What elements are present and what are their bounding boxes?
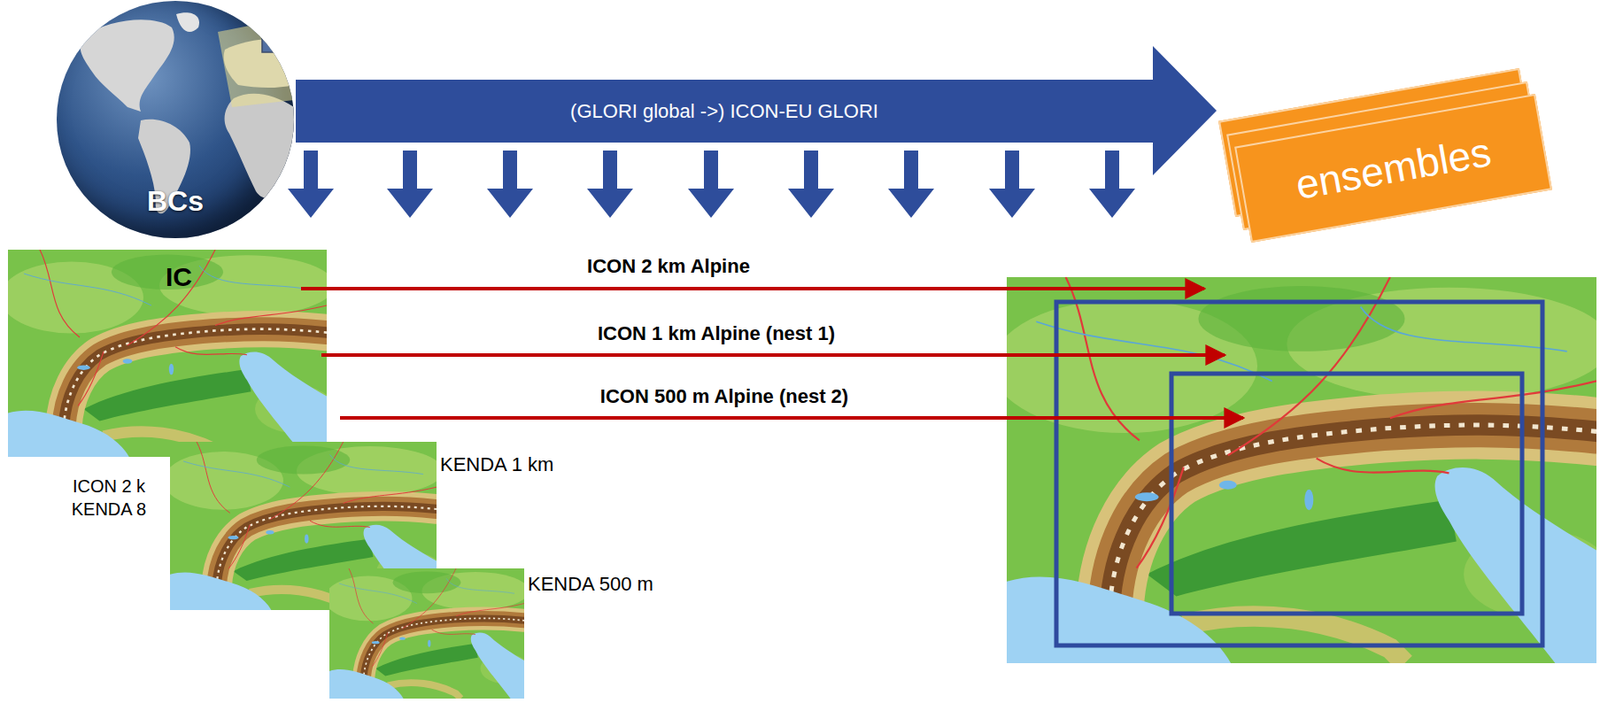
down-arrows bbox=[287, 150, 1136, 218]
text-area: (GLORI global ->) ICON-EU GLORI bbox=[295, 79, 1153, 143]
band-arrow: (GLORI global ->) ICON-EU GLORI bbox=[295, 46, 1217, 176]
node-text: BCs bbox=[146, 185, 204, 218]
node-text: IC bbox=[165, 262, 193, 293]
map-node: IC bbox=[7, 249, 327, 457]
assimilation-label: KENDA 1 km bbox=[440, 453, 554, 477]
text-area: IC bbox=[139, 256, 219, 298]
terrain-maps bbox=[0, 249, 1600, 699]
model-label: ICON 1 km Alpine (nest 1) bbox=[597, 322, 835, 346]
assimilation-label: KENDA 500 m bbox=[527, 572, 654, 596]
model-label: ICON 500 m Alpine (nest 2) bbox=[600, 385, 849, 409]
node-text: ensembles bbox=[1291, 127, 1494, 209]
globe-node: BCs bbox=[56, 0, 294, 239]
red-arrows bbox=[301, 288, 1244, 418]
node-text: (GLORI global ->) ICON-EU GLORI bbox=[570, 100, 879, 124]
model-label: ICON 2 km Alpine bbox=[587, 255, 750, 279]
text-area: BCs bbox=[56, 174, 294, 228]
assimilation-label: ICON 2 k KENDA 8 bbox=[60, 474, 158, 521]
